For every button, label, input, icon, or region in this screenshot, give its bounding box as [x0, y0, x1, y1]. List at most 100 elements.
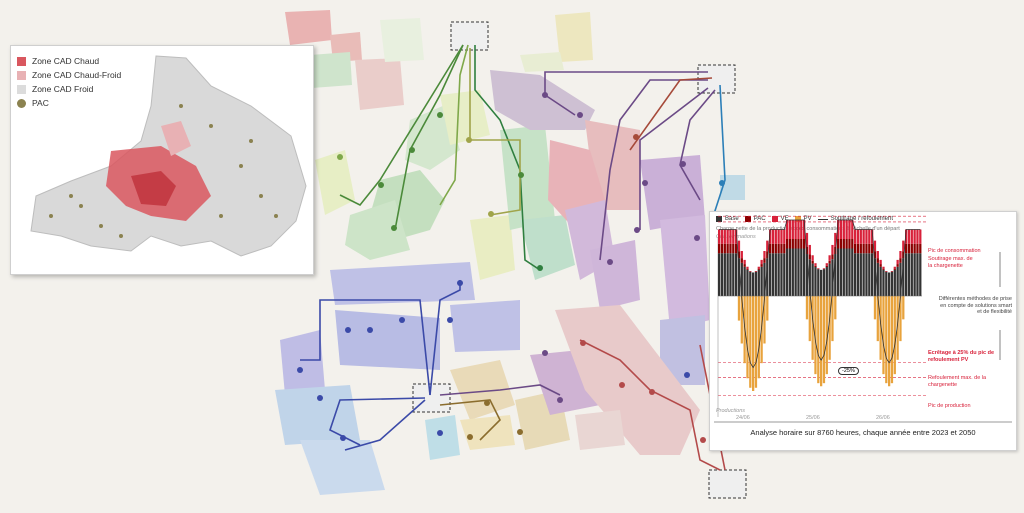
bar-pac — [899, 258, 902, 263]
chart-legend-line — [817, 218, 828, 220]
date-label: 24/06 — [736, 415, 750, 421]
inset-map: Zone CAD Chaud Zone CAD Chaud-Froid Zone… — [10, 45, 314, 275]
bar-ve — [718, 229, 721, 244]
bar-pv — [873, 296, 877, 320]
bar-ve — [825, 263, 828, 266]
chart-legend-label: PAC — [753, 216, 766, 222]
bar-pac — [763, 258, 766, 263]
bar-ve — [766, 240, 769, 252]
bar-base — [865, 253, 868, 296]
bar-pv — [902, 296, 905, 320]
chart-legend-item: PV — [794, 216, 812, 222]
bar-base — [771, 253, 775, 296]
bar-pac — [786, 239, 789, 249]
bar-ve — [893, 266, 896, 269]
bar-pac — [737, 251, 741, 259]
bar-ve — [780, 229, 783, 244]
bar-ve — [828, 255, 831, 261]
bar-pac — [873, 251, 877, 259]
bar-base — [754, 271, 758, 296]
bar-ve — [873, 240, 877, 252]
bar-base — [786, 248, 789, 296]
bar-pv — [822, 296, 826, 384]
bar-pv — [746, 296, 749, 379]
legend-dot — [17, 98, 26, 108]
bar-ve — [896, 259, 899, 265]
bar-pv — [885, 296, 888, 384]
bar-base — [896, 266, 899, 296]
bar-ve — [794, 220, 797, 239]
bar-pac — [916, 243, 919, 254]
bar-pac — [828, 260, 831, 264]
bar-ve — [769, 229, 772, 244]
bar-ve — [916, 229, 919, 244]
bar-pac — [882, 268, 885, 270]
bar-ve — [763, 250, 766, 259]
bar-pv — [831, 296, 834, 342]
bar-pv — [834, 296, 837, 320]
legend-label: Zone CAD Froid — [32, 84, 94, 94]
bar-base — [757, 269, 760, 296]
bar-ve — [797, 220, 800, 239]
bar-pac — [910, 243, 913, 254]
bar-pac — [777, 243, 780, 254]
bar-pac — [774, 243, 777, 254]
bar-base — [791, 248, 794, 296]
bar-pv — [876, 296, 879, 342]
bar-base — [723, 253, 726, 296]
bar-ve — [737, 240, 741, 252]
bar-pv — [754, 296, 758, 388]
bar-base — [769, 253, 772, 296]
bar-ve — [905, 229, 908, 244]
bar-pv — [814, 296, 817, 375]
bar-ve — [876, 250, 879, 259]
net-load-line — [719, 219, 921, 369]
bar-ve — [757, 266, 760, 269]
bar-base — [905, 253, 908, 296]
bar-ve — [865, 229, 868, 244]
chart-legend-item: VE — [771, 216, 789, 222]
bar-ve — [837, 220, 840, 239]
chart-legend-label: VE — [780, 216, 789, 222]
building-footprints — [275, 10, 745, 495]
bar-ve — [913, 229, 916, 244]
bar-pv — [899, 296, 902, 342]
bar-base — [820, 269, 823, 296]
bar-pac — [811, 260, 814, 264]
bar-base — [879, 266, 882, 296]
bar-pac — [902, 251, 905, 259]
annotation-peak-consumption: Pic de consommation — [928, 248, 981, 254]
bar-ve — [839, 220, 843, 239]
bar-pv — [740, 296, 743, 344]
bar-pac — [879, 264, 882, 267]
bar-ve — [910, 229, 913, 244]
bar-pv — [763, 296, 766, 344]
bar-base — [851, 248, 854, 296]
bar-pac — [919, 243, 922, 254]
legend-item: Zone CAD Chaud-Froid — [17, 68, 121, 82]
bar-pac — [791, 239, 794, 249]
bar-base — [888, 272, 891, 296]
annotation-max-draw: Soutirage max. de la chargenette — [928, 256, 973, 269]
annotation-clipping: Ecrêtage à 25% du pic de refoulement PV — [928, 350, 995, 363]
chart-legend-item: PAC — [744, 216, 766, 222]
bar-ve — [774, 229, 777, 244]
bar-ve — [882, 266, 885, 269]
bar-ve — [808, 244, 811, 255]
bar-pv — [757, 296, 760, 379]
bar-pac — [848, 239, 851, 249]
bar-pv — [893, 296, 896, 375]
load-chart-panel: Base PAC VE PV Soutirage / refoulement C… — [709, 211, 1017, 451]
bar-pac — [743, 264, 746, 267]
bar-ve — [783, 229, 786, 244]
bar-pv — [890, 296, 894, 384]
bar-ve — [760, 259, 763, 265]
bar-pac — [794, 239, 797, 249]
bar-base — [732, 253, 735, 296]
bar-ve — [803, 220, 806, 239]
bar-ve — [851, 220, 854, 239]
bar-ve — [919, 229, 922, 244]
bar-pac — [862, 243, 865, 254]
bar-pac — [769, 243, 772, 254]
